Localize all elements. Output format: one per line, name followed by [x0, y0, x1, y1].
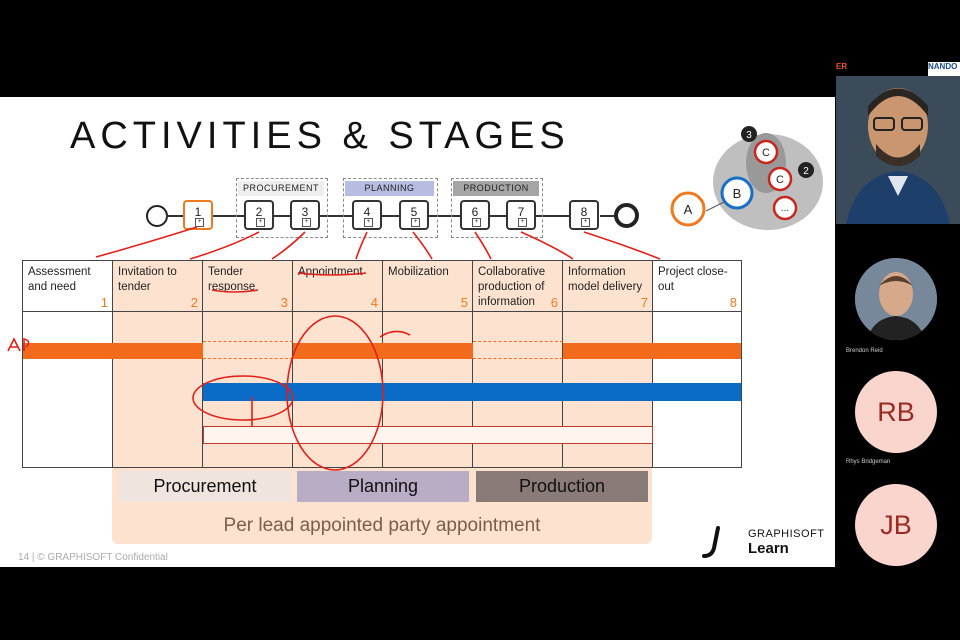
node-a-label: A	[684, 202, 693, 217]
participant-avatar-rb[interactable]: RB	[855, 371, 937, 453]
participant-photo	[855, 258, 937, 340]
step-2: 2+	[244, 200, 274, 230]
graphisoft-mark-icon	[702, 526, 720, 558]
node-dots	[772, 195, 798, 221]
stage-production: Production	[476, 471, 648, 502]
group-production	[451, 178, 543, 238]
presenter-video[interactable]	[836, 76, 960, 224]
node-c1	[753, 139, 779, 165]
badge-3: 3	[746, 130, 752, 141]
node-c1-label: C	[762, 147, 770, 159]
orange-bar-segment-2	[293, 343, 473, 359]
process-flow: PROCUREMENT PLANNING PRODUCTION 1+ 2+ 3+…	[0, 172, 700, 242]
step-7: 7+	[506, 200, 536, 230]
node-a	[670, 191, 706, 227]
node-c2	[767, 166, 793, 192]
banner-left: ER	[836, 62, 848, 71]
group-production-label: PRODUCTION	[453, 181, 539, 196]
network-diagram: A B C C ... 3 2	[670, 126, 823, 230]
node-b	[720, 176, 754, 210]
outline-bar	[203, 426, 653, 444]
stage-procurement: Procurement	[119, 471, 291, 502]
logo-brand: GRAPHISOFT	[748, 528, 825, 540]
slide-footer: 14 | © GRAPHISOFT Confidential	[18, 552, 168, 563]
end-event	[614, 203, 639, 228]
group-procurement-label: PROCUREMENT	[238, 181, 324, 196]
stage-planning: Planning	[297, 471, 469, 502]
node-c2-label: C	[776, 174, 784, 186]
banner-right: NANDO	[928, 62, 960, 76]
start-event	[146, 205, 168, 227]
step-6: 6+	[460, 200, 490, 230]
logo-product: Learn	[748, 540, 789, 557]
step-8: 8+	[569, 200, 599, 230]
graphisoft-learn-logo: GRAPHISOFT Learn	[700, 522, 824, 562]
orange-bar-dashed-2	[473, 341, 563, 359]
orange-bar-segment-3	[563, 343, 741, 359]
orange-bar-dashed-1	[203, 341, 293, 359]
presentation-slide: ACTIVITIES & STAGES A B C C ... 3 2 PROC…	[0, 97, 835, 567]
participant-tile-1[interactable]	[855, 258, 937, 340]
step-4: 4+	[352, 200, 382, 230]
badge-2: 2	[803, 166, 809, 177]
participant-avatar-jb[interactable]: JB	[855, 484, 937, 566]
slide-title: ACTIVITIES & STAGES	[70, 115, 570, 157]
group-planning-label: PLANNING	[345, 181, 434, 196]
node-b-label: B	[733, 186, 742, 201]
orange-bar-segment-1	[23, 343, 203, 359]
participant-name-1: Brendon Reid	[846, 348, 883, 354]
node-dots-label: ...	[781, 203, 789, 214]
participant-name-2: Rhys Bridgeman	[846, 459, 891, 465]
appointment-label: Per lead appointed party appointment	[223, 515, 541, 536]
blue-bar	[203, 383, 741, 401]
step-3: 3+	[290, 200, 320, 230]
group-planning	[343, 178, 438, 238]
step-5: 5+	[399, 200, 429, 230]
step-1: 1+	[183, 200, 213, 230]
